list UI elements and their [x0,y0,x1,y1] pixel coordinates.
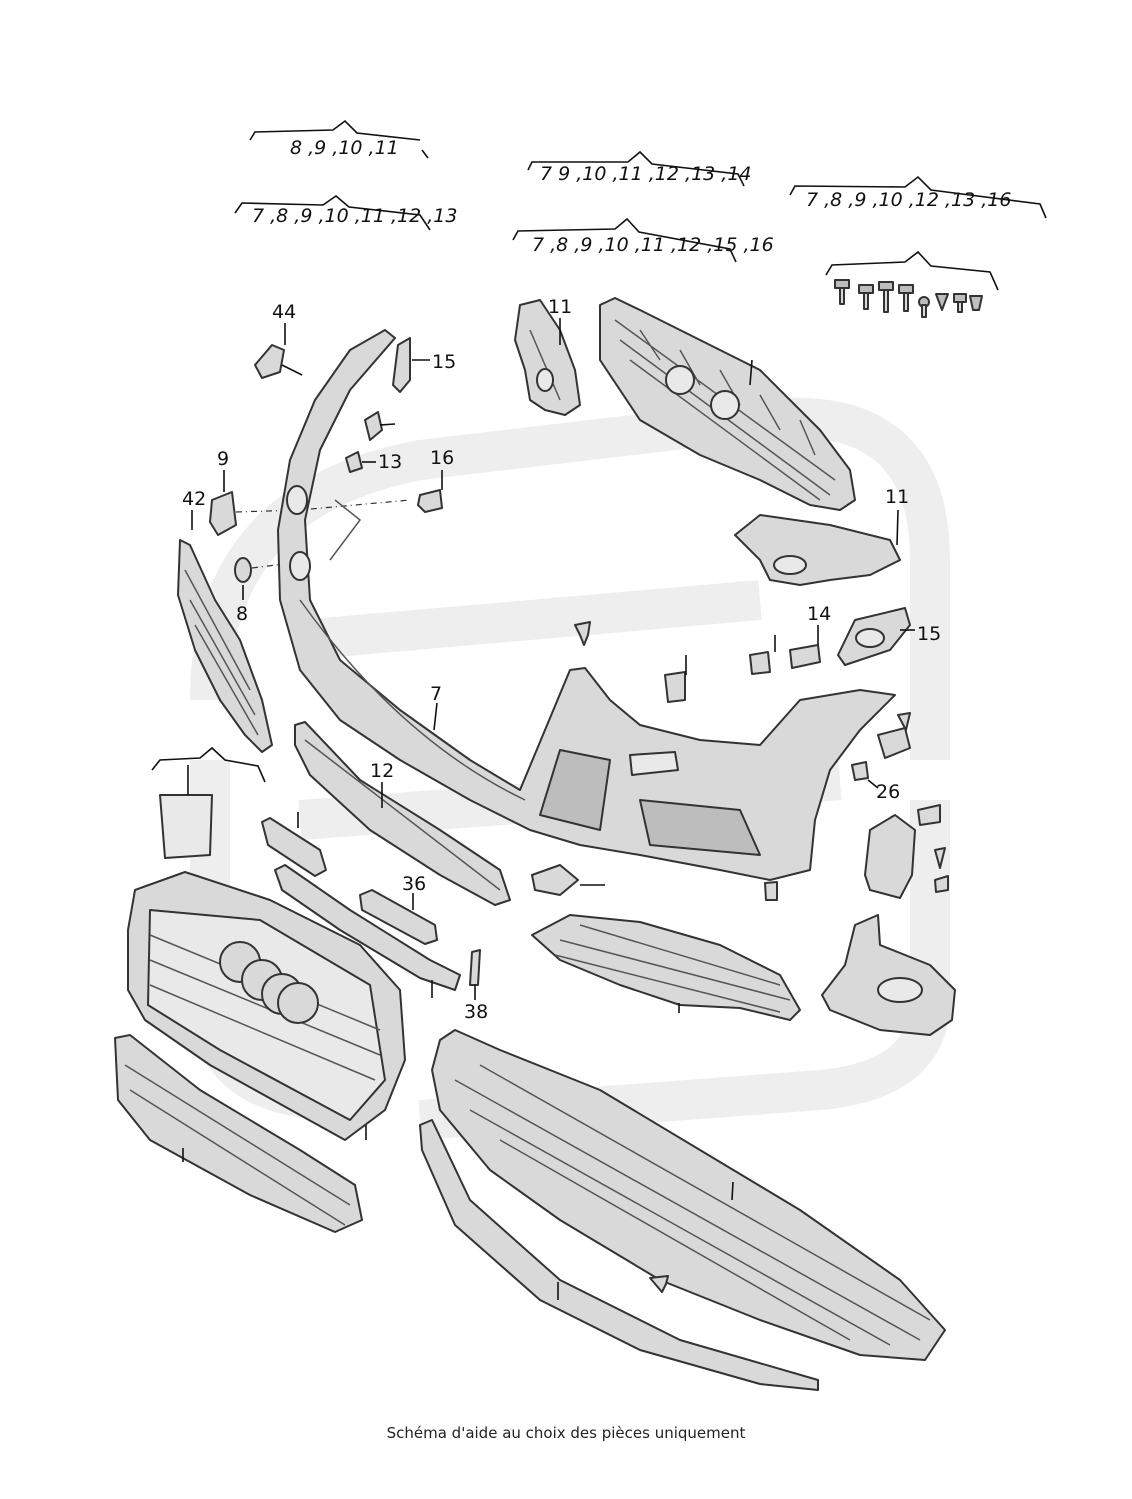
air-duct-right [821,914,956,1036]
callout-12: 12 [370,760,394,782]
group-label-1: 8 ,9 ,10 ,11 [290,137,399,159]
part-36: 36 [359,873,438,945]
radiator-grille [127,871,406,1141]
callout-16: 16 [430,447,454,469]
underbody-shield [431,1029,946,1361]
callout-15-upper: 15 [432,351,456,373]
group-label-5: 7 ,8 ,9 ,10 ,12 ,13 ,16 [806,189,1011,211]
group-brace-4: 7 ,8 ,9 ,10 ,11 ,12 ,15 ,16 [512,217,774,263]
fog-cover [531,864,605,896]
callout-44: 44 [272,301,296,323]
part-15-right: 15 [837,607,941,666]
callout-26: 26 [876,781,900,803]
reinforcement-12: 12 [294,721,511,906]
group-label-2: 7 ,8 ,9 ,10 ,11 ,12 ,13 [252,205,457,227]
callout-14: 14 [807,603,831,625]
group-brace-2: 7 ,8 ,9 ,10 ,11 ,12 ,13 [234,194,457,231]
callout-8: 8 [236,603,248,625]
lower-grille-left [114,1034,363,1233]
callout-42: 42 [182,488,206,510]
side-bracket-right [864,804,949,899]
group-label-4: 7 ,8 ,9 ,10 ,11 ,12 ,15 ,16 [532,234,774,256]
group-label-3: 7 9 ,10 ,11 ,12 ,13 ,14 [540,163,752,185]
callout-7: 7 [430,683,442,705]
group-brace-6 [825,250,999,291]
bumper-cover-7: 7 [277,329,896,881]
callout-15-right: 15 [917,623,941,645]
part-13: 13 [345,411,402,473]
callout-11-right: 11 [885,486,909,508]
callout-13: 13 [378,451,402,473]
callout-36: 36 [402,873,426,895]
part-38: 38 [464,949,488,1023]
part-44: 44 [254,301,303,379]
part-15-upper: 15 [392,337,456,393]
group-brace-1: 8 ,9 ,10 ,11 [249,119,429,159]
bracket-11-right: 11 [734,486,909,586]
lower-center-grille [531,914,801,1021]
group-brace-3: 7 9 ,10 ,11 ,12 ,13 ,14 [527,150,752,187]
part-16: 16 [417,447,454,513]
callout-38: 38 [464,1001,488,1023]
bumper-carrier [599,297,856,511]
group-brace-5: 7 ,8 ,9 ,10 ,12 ,13 ,16 [789,175,1047,219]
callout-9: 9 [217,448,229,470]
fasteners-set [834,279,983,318]
trim-strip-upper [261,812,327,877]
trim-strip-lower [274,864,461,998]
side-grille-42: 42 [177,488,273,753]
part-14: 14 [749,603,831,675]
lower-spoiler [419,1119,819,1391]
clip-bag [151,746,266,859]
callout-11-upper: 11 [548,296,572,318]
bracket-11-upper: 11 [514,296,581,416]
clip-parts: 26 [574,621,911,901]
footer-note: Schéma d'aide au choix des pièces unique… [386,1424,746,1442]
